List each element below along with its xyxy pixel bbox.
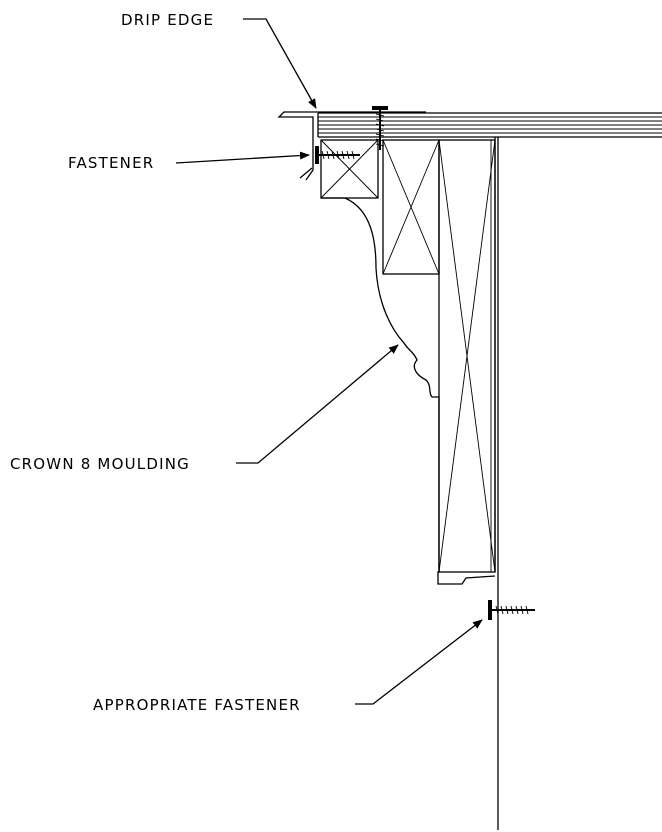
crown-moulding-label: CROWN 8 MOULDING bbox=[10, 455, 190, 473]
fascia-block bbox=[320, 139, 379, 199]
wall-sheathing bbox=[494, 137, 499, 830]
top-screw-icon bbox=[372, 106, 388, 150]
fastener-label: FASTENER bbox=[68, 154, 154, 172]
appropriate-fastener-label: APPROPRIATE FASTENER bbox=[93, 696, 301, 714]
crown-moulding-profile bbox=[321, 197, 496, 585]
leader-lines bbox=[175, 18, 483, 705]
drip-edge-label: DRIP EDGE bbox=[121, 11, 214, 29]
appropriate-fastener-screw-icon bbox=[488, 600, 535, 620]
drip-edge-flashing bbox=[277, 111, 426, 181]
wall-framing bbox=[438, 139, 496, 573]
rafter-block bbox=[382, 139, 440, 275]
fastener-screw-icon bbox=[315, 146, 360, 164]
roof-deck bbox=[317, 112, 662, 138]
